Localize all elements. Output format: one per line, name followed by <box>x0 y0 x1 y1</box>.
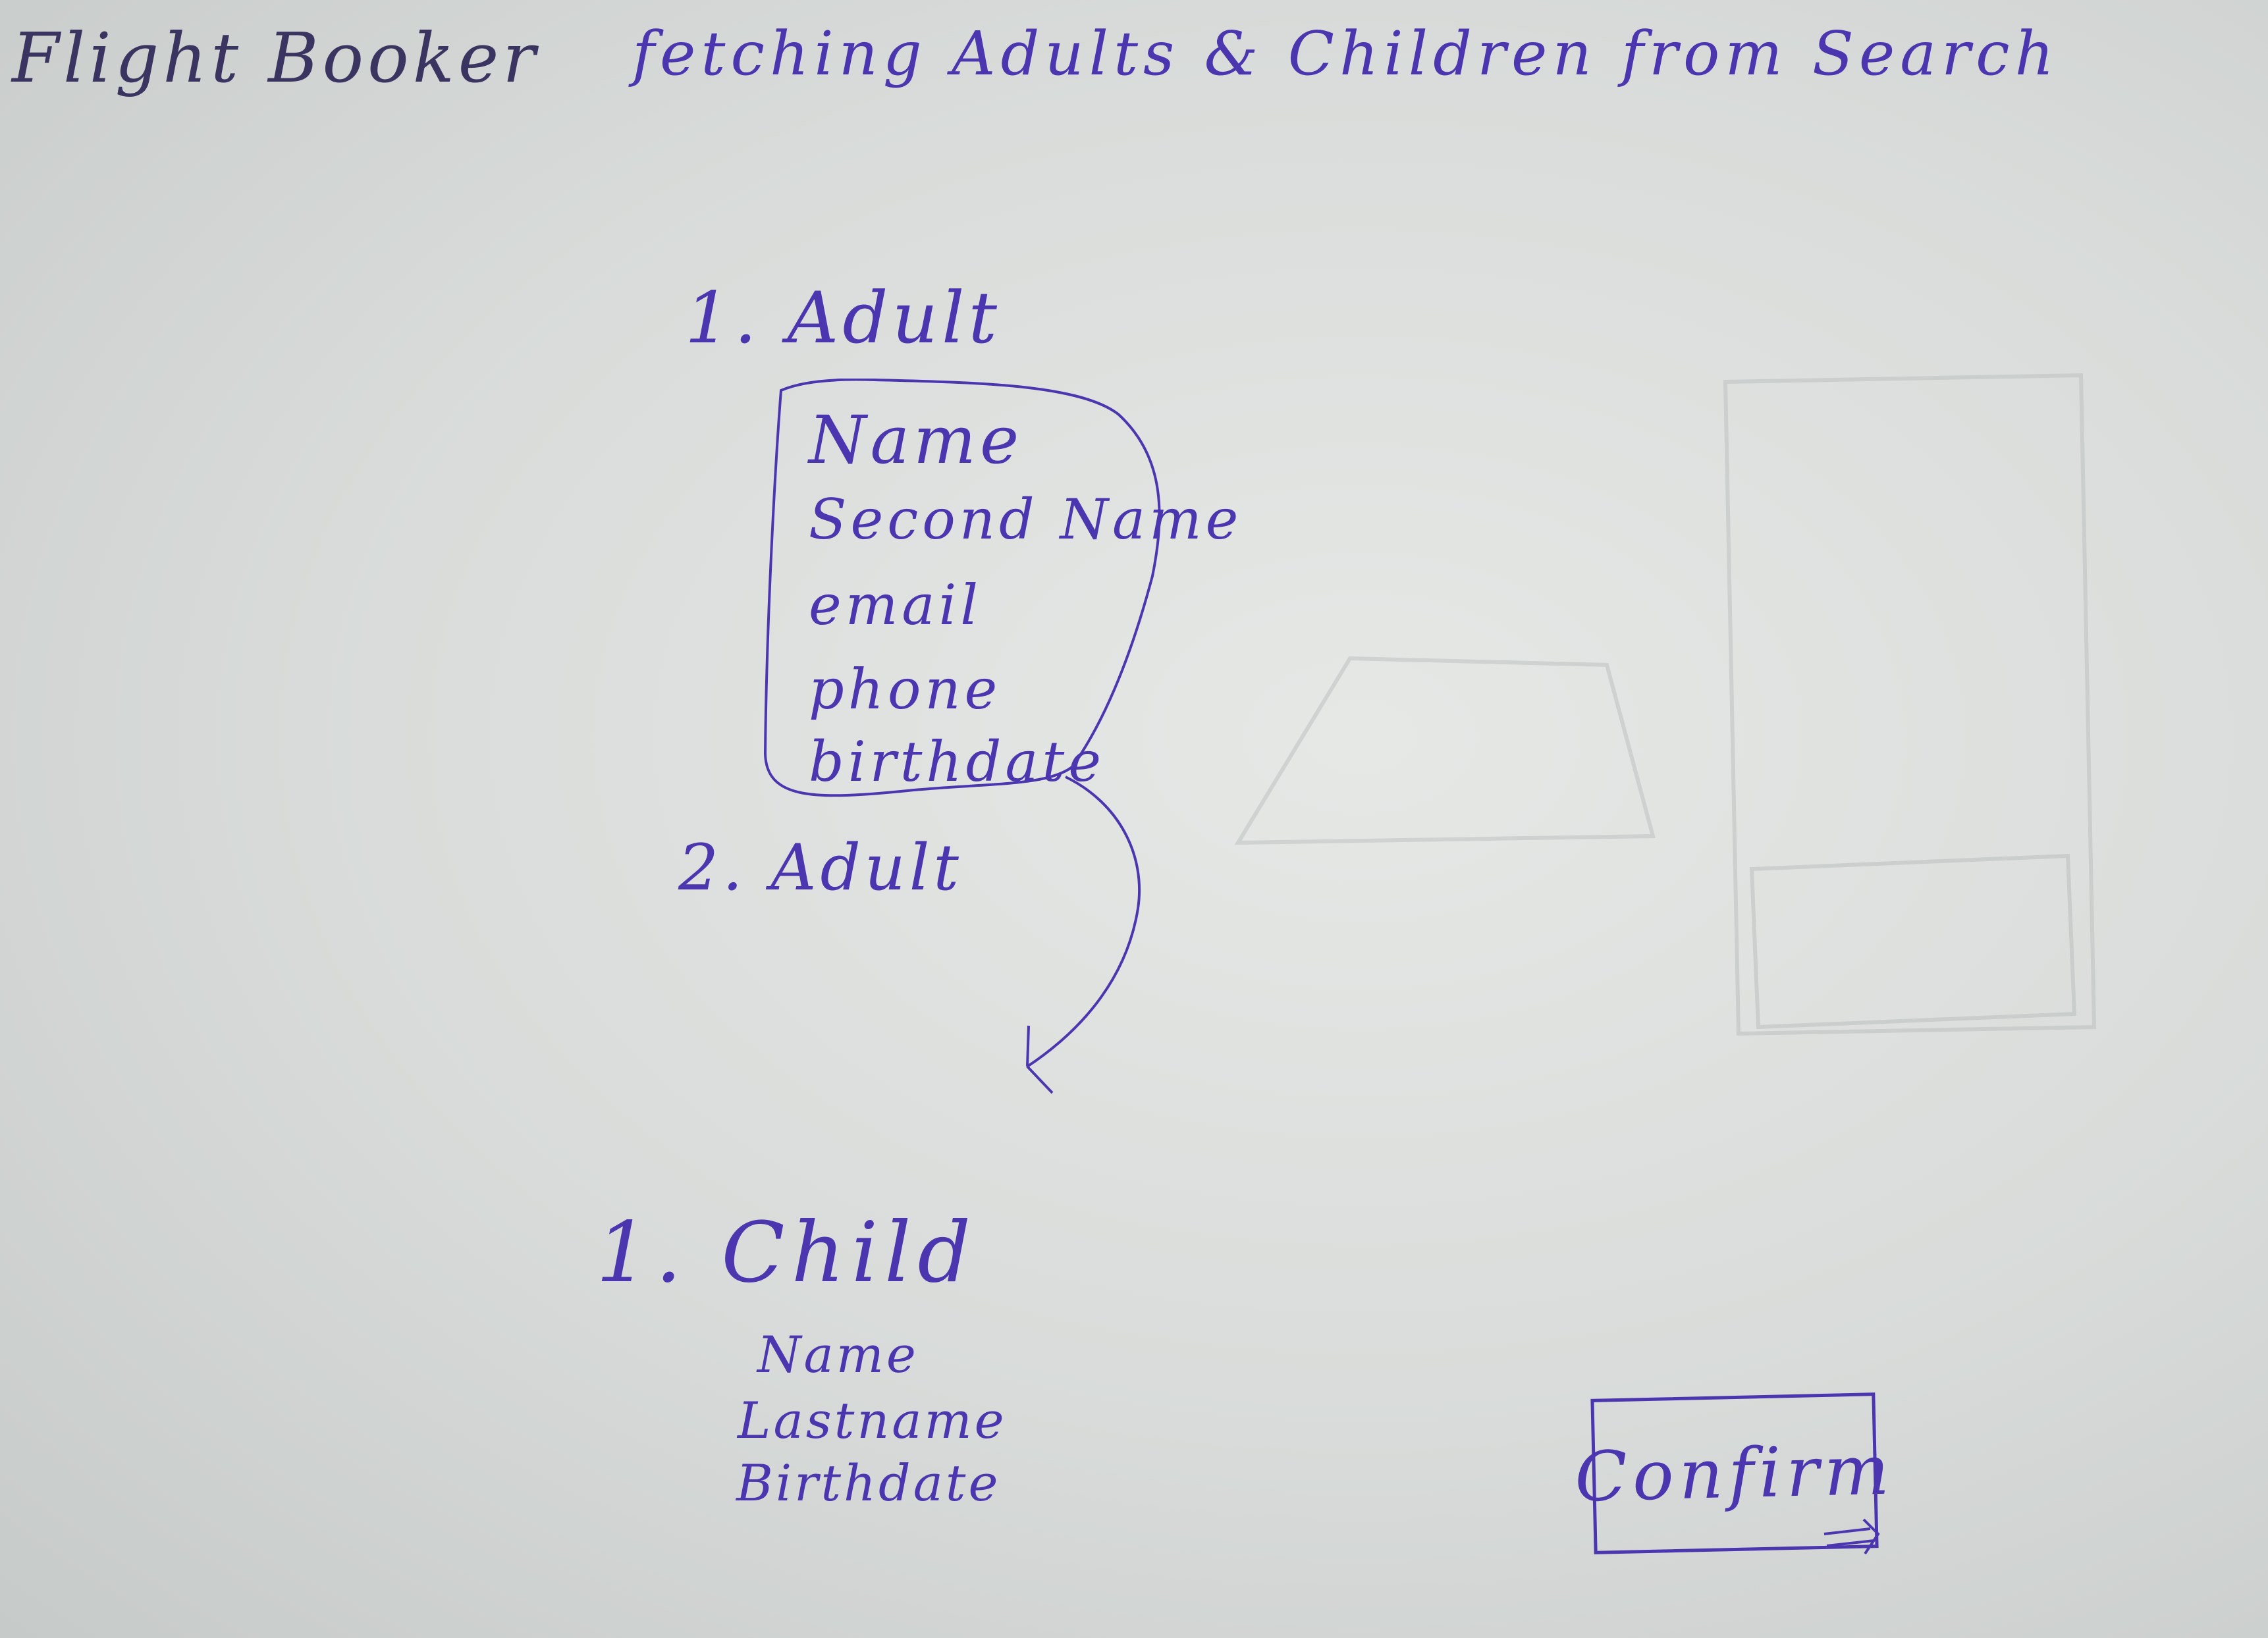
adult-1-phone-field[interactable]: phone <box>809 657 1002 722</box>
adult-1-form-outline <box>763 379 1161 797</box>
adult-1-birthdate-field[interactable]: birthdate <box>809 729 1105 794</box>
adult-1-form: Name Second Name email phone birthdate <box>763 379 1238 800</box>
adult-2-heading: 2. Adult <box>678 831 963 905</box>
child-lastname-field[interactable]: Lastname <box>738 1391 1007 1450</box>
page-heading: fetching Adults & Children from Search <box>632 18 2059 89</box>
adult-1-email-field[interactable]: email <box>809 573 983 637</box>
child-birthdate-field[interactable]: Birthdate <box>736 1454 1001 1512</box>
adult-1-second-name-field[interactable]: Second Name <box>809 487 1243 552</box>
child-name-field[interactable]: Name <box>757 1325 919 1384</box>
child-heading: 1. Child <box>596 1204 978 1301</box>
adult-1-name-field[interactable]: Name <box>809 402 1023 479</box>
adult-1-heading: 1. Adult <box>685 277 1001 359</box>
app-title: Flight Booker <box>12 18 540 98</box>
cursor-arrow-icon <box>1823 1518 1880 1555</box>
confirm-button-label: Confirm <box>1574 1429 1895 1518</box>
